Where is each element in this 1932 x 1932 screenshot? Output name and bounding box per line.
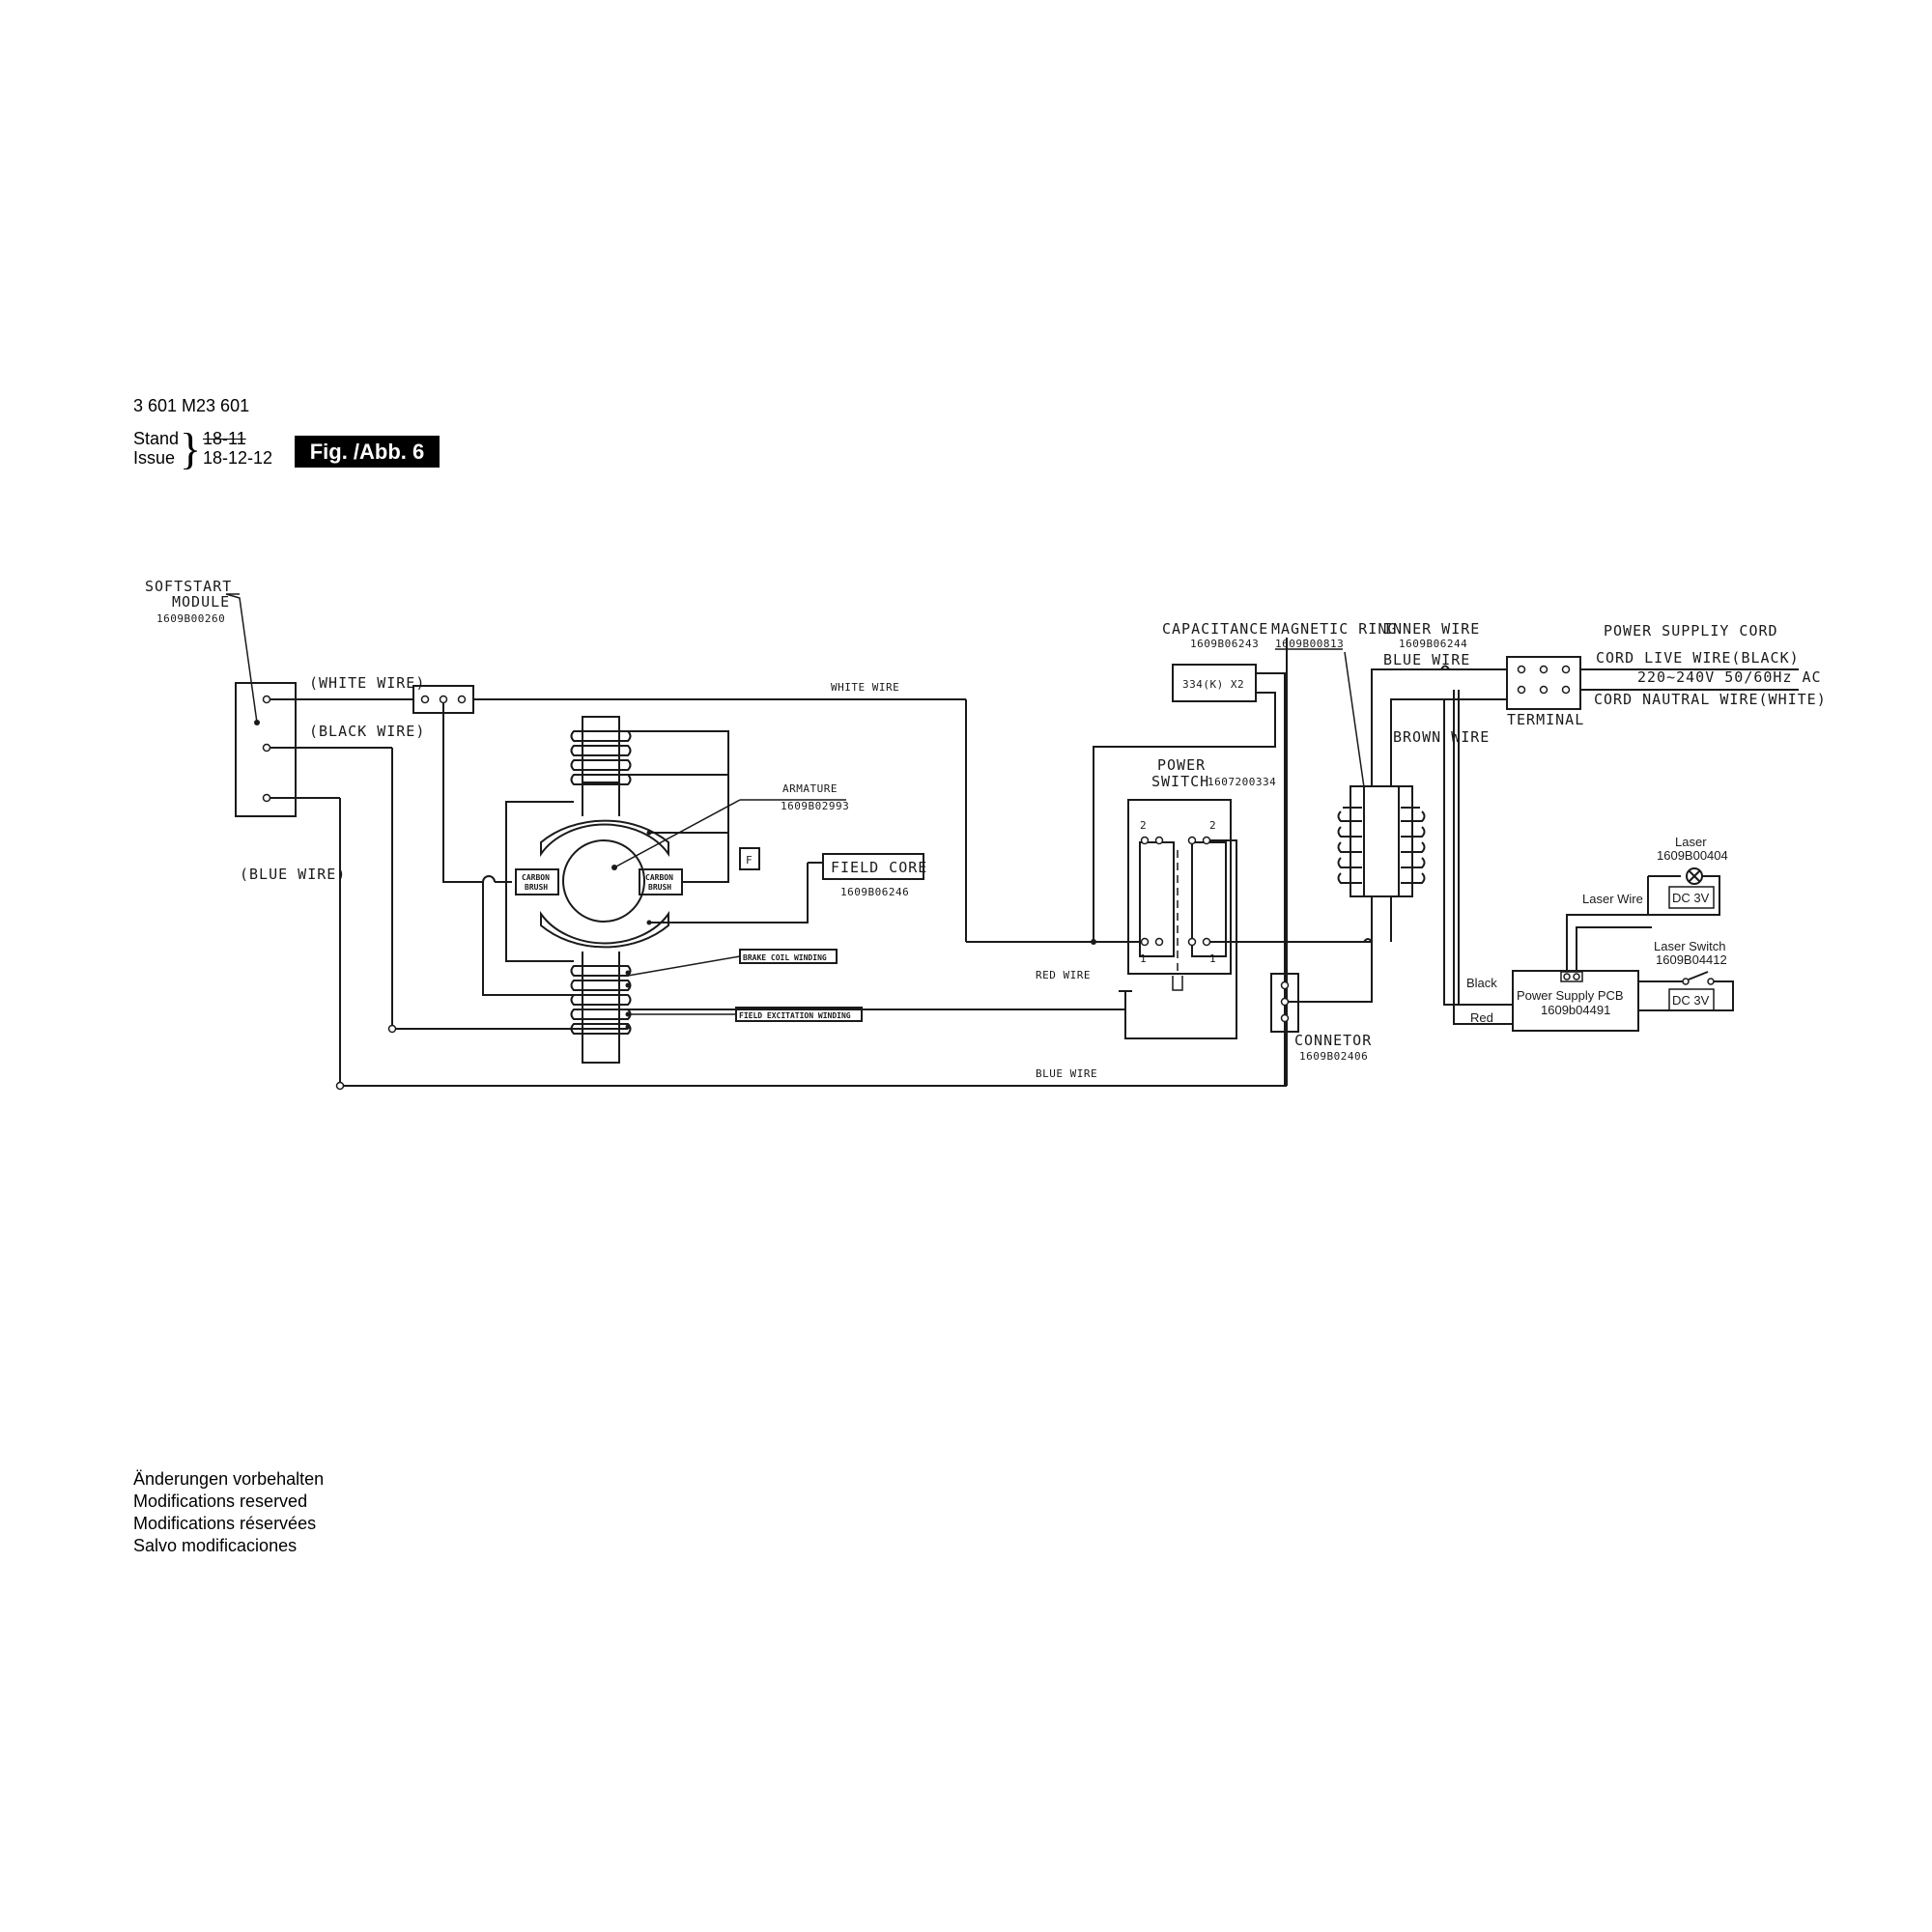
switch-pos-1-left: 1 — [1140, 952, 1147, 965]
inner-wire-label: INNER WIRE — [1383, 620, 1480, 638]
red-label: Red — [1470, 1010, 1493, 1025]
laser-switch-part: 1609B04412 — [1656, 952, 1727, 967]
cord-live-label: CORD LIVE WIRE(BLACK) — [1596, 649, 1800, 667]
inner-wire-part: 1609B06244 — [1399, 638, 1467, 650]
blue-wire-bottom-label: BLUE WIRE — [1036, 1067, 1097, 1080]
brake-coil-label: BRAKE COIL WINDING — [743, 953, 827, 962]
magnetic-ring-part: 1609B00813 — [1275, 638, 1344, 650]
brake-coil-box — [739, 949, 838, 964]
figure-badge: Fig. /Abb. 6 — [295, 436, 440, 468]
power-switch-label-1: POWER — [1157, 756, 1206, 774]
issue-date: 18-12-12 — [203, 448, 273, 468]
white-wire-label: WHITE WIRE — [831, 681, 899, 694]
voltage-label: 220~240V 50/60Hz AC — [1637, 668, 1822, 686]
field-core-box — [822, 853, 924, 880]
power-switch-part: 1607200334 — [1208, 776, 1276, 788]
brace-glyph: } — [180, 424, 202, 473]
connector-label: CONNETOR — [1294, 1032, 1372, 1049]
brown-wire-label: BROWN WIRE — [1393, 728, 1490, 746]
psu-label: Power Supply PCB — [1517, 988, 1624, 1003]
field-excitation-label: FIELD EXCITATION WINDING — [739, 1011, 851, 1020]
switch-pos-2-right: 2 — [1209, 819, 1216, 832]
footer-line-fr: Modifications réservées — [133, 1514, 317, 1533]
laser-dc3v: DC 3V — [1672, 891, 1710, 905]
capacitor-box — [1172, 664, 1257, 702]
capacitance-part: 1609B06243 — [1190, 638, 1259, 650]
terminal-label: TERMINAL — [1507, 711, 1584, 728]
magnetic-ring — [1337, 785, 1426, 897]
power-supply-cord-label: POWER SUPPLIY CORD — [1604, 622, 1778, 639]
psu-part: 1609b04491 — [1541, 1003, 1610, 1017]
laser-switch-label: Laser Switch — [1654, 939, 1725, 953]
armature-label: ARMATURE — [782, 782, 838, 795]
black-label: Black — [1466, 976, 1497, 990]
field-core-part: 1609B06246 — [840, 886, 909, 898]
f-label: F — [746, 854, 753, 867]
armature-part: 1609B02993 — [781, 800, 849, 812]
part-number: 3 601 M23 601 — [133, 396, 250, 415]
red-wire-label: RED WIRE — [1036, 969, 1091, 981]
laser-part: 1609B00404 — [1657, 848, 1728, 863]
field-core-label: FIELD CORE — [831, 859, 927, 876]
switch-pos-2-left: 2 — [1140, 819, 1147, 832]
softstart-label-2: MODULE — [172, 593, 230, 611]
white-wire-paren-label: (WHITE WIRE) — [309, 674, 425, 692]
blue-wire-top-label: BLUE WIRE — [1383, 651, 1470, 668]
capacitance-label: CAPACITANCE — [1162, 620, 1268, 638]
laser-wire-label: Laser Wire — [1582, 892, 1643, 906]
black-wire-paren-label: (BLACK WIRE) — [309, 723, 425, 740]
magnetic-ring-label: MAGNETIC RING — [1271, 620, 1397, 638]
connector-part: 1609B02406 — [1299, 1050, 1368, 1063]
power-switch-label-2: SWITCH — [1151, 773, 1209, 790]
footer-line-en: Modifications reserved — [133, 1492, 308, 1511]
footer-line-de: Änderungen vorbehalten — [133, 1469, 325, 1489]
terminal-box — [1506, 656, 1581, 710]
cord-neutral-label: CORD NAUTRAL WIRE(WHITE) — [1594, 691, 1827, 708]
stand-label: Stand — [133, 429, 180, 448]
issue-label: Issue — [133, 448, 176, 468]
capacitor-value: 334(K) X2 — [1182, 678, 1244, 691]
laser-label: Laser — [1675, 835, 1707, 849]
power-switch — [1127, 799, 1232, 991]
stand-date-struck: 18-11 — [203, 429, 246, 448]
softstart-part: 1609B00260 — [156, 612, 225, 625]
f-box — [739, 847, 760, 870]
footer-line-es: Salvo modificaciones — [133, 1536, 298, 1555]
carbon-brush-right-2: BRUSH — [648, 883, 671, 892]
laser-switch-icon — [1688, 971, 1709, 980]
softstart-module — [225, 593, 297, 817]
footer-notes: Änderungen vorbehalten Modifications res… — [133, 1468, 324, 1557]
switch-pos-1-right: 1 — [1209, 952, 1216, 965]
carbon-brush-right-1: CARBON — [645, 873, 673, 882]
laser-switch-dc3v: DC 3V — [1672, 993, 1710, 1008]
carbon-brush-left-1: CARBON — [522, 873, 550, 882]
field-excitation-box — [735, 1007, 863, 1022]
carbon-brush-left-2: BRUSH — [525, 883, 548, 892]
motor-field-core — [515, 716, 683, 1064]
blue-wire-paren-label: (BLUE WIRE) — [240, 866, 346, 883]
softstart-label-1: SOFTSTART — [145, 578, 232, 595]
